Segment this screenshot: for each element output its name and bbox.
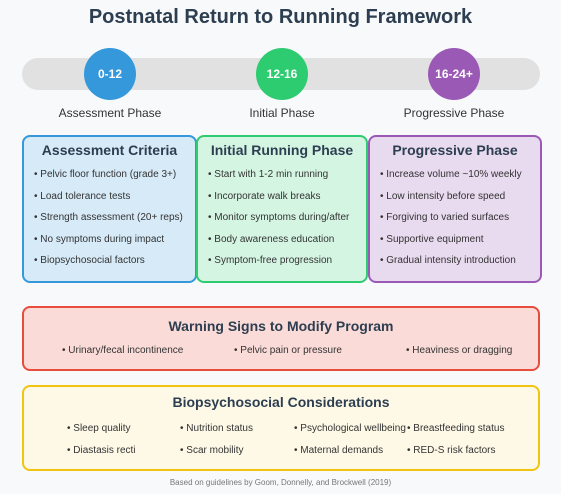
phase-label-initial: Initial Phase <box>249 106 315 120</box>
list-item: Strength assessment (20+ reps) <box>34 207 185 229</box>
card-title: Initial Running Phase <box>210 142 354 158</box>
footer-citation: Based on guidelines by Goom, Donnelly, a… <box>169 478 392 487</box>
assessment-criteria-card: Assessment Criteria Pelvic floor functio… <box>22 135 197 283</box>
phase-label-progressive: Progressive Phase <box>403 106 505 120</box>
biopsychosocial-item: Psychological wellbeing <box>294 423 406 434</box>
phase-circle-initial: 12-16 <box>256 48 308 100</box>
list-item: Increase volume ~10% weekly <box>380 164 530 186</box>
list-item: Load tolerance tests <box>34 186 185 208</box>
list-item: Symptom-free progression <box>208 250 356 272</box>
biopsychosocial-item: Nutrition status <box>180 423 253 434</box>
biopsychosocial-item: Diastasis recti <box>67 445 135 456</box>
initial-running-card: Initial Running Phase Start with 1-2 min… <box>196 135 368 283</box>
list-item: Incorporate walk breaks <box>208 186 356 208</box>
list-item: Forgiving to varied surfaces <box>380 207 530 229</box>
biopsychosocial-item: Breastfeeding status <box>407 423 504 434</box>
warning-item: Urinary/fecal incontinence <box>62 345 183 356</box>
biopsychosocial-box: Biopsychosocial Considerations Sleep qua… <box>22 385 540 471</box>
list-item: Supportive equipment <box>380 229 530 251</box>
list-item: Start with 1-2 min running <box>208 164 356 186</box>
warning-item: Pelvic pain or pressure <box>234 345 342 356</box>
phase-circle-assessment: 0-12 <box>84 48 136 100</box>
phase-label-assessment: Assessment Phase <box>58 106 162 120</box>
list-item: No symptoms during impact <box>34 229 185 251</box>
warning-item: Heaviness or dragging <box>406 345 512 356</box>
biopsychosocial-item: Scar mobility <box>180 445 243 456</box>
warning-signs-box: Warning Signs to Modify Program Urinary/… <box>22 306 540 371</box>
biopsychosocial-item: RED-S risk factors <box>407 445 495 456</box>
phase-circle-progressive: 16-24+ <box>428 48 480 100</box>
warning-title: Warning Signs to Modify Program <box>168 318 394 334</box>
card-title: Assessment Criteria <box>41 142 178 158</box>
list-item: Low intensity before speed <box>380 186 530 208</box>
biopsychosocial-item: Maternal demands <box>294 445 383 456</box>
list-item: Gradual intensity introduction <box>380 250 530 272</box>
list-item: Biopsychosocial factors <box>34 250 185 272</box>
progressive-phase-card: Progressive Phase Increase volume ~10% w… <box>368 135 542 283</box>
card-title: Progressive Phase <box>392 142 518 158</box>
biopsychosocial-item: Sleep quality <box>67 423 130 434</box>
biopsychosocial-title: Biopsychosocial Considerations <box>172 394 390 410</box>
list-item: Body awareness education <box>208 229 356 251</box>
page-title: Postnatal Return to Running Framework <box>88 6 473 28</box>
list-item: Pelvic floor function (grade 3+) <box>34 164 185 186</box>
list-item: Monitor symptoms during/after <box>208 207 356 229</box>
